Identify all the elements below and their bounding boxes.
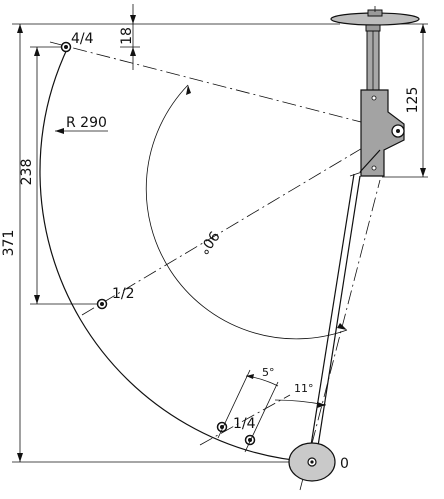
centerline-half [81, 127, 397, 316]
label-full: 4/4 [71, 31, 94, 47]
angle-arc-90-arrow-top [186, 85, 191, 95]
link-bar [359, 149, 381, 173]
dimension-18 [120, 4, 140, 70]
dimension-18-label: 18 [119, 27, 135, 45]
dimension-371-label: 371 [1, 230, 17, 257]
point-half [96, 298, 108, 310]
angle-11-arrow [317, 402, 326, 408]
centerline-quarter [199, 394, 291, 446]
centerline-full [49, 41, 401, 133]
travel-arc [39, 46, 314, 463]
point-quarter-b [244, 434, 256, 446]
angle-arc-90 [145, 84, 348, 340]
label-half: 1/2 [112, 286, 135, 302]
dimension-125-label: 125 [405, 87, 421, 114]
angle-90-label: 90° [195, 228, 222, 258]
angle-5-arrow [246, 374, 254, 379]
mount-post [365, 24, 381, 92]
radius-label: R 290 [66, 115, 107, 131]
dimension-125 [420, 24, 426, 177]
centerline-lever [299, 179, 381, 491]
label-quarter: 1/4 [233, 416, 256, 432]
pivot-point [391, 124, 405, 138]
radius-leader [55, 128, 108, 134]
point-full [60, 41, 72, 53]
angle-5-line-a [217, 369, 251, 439]
label-zero: 0 [340, 456, 349, 472]
angle-5-label: 5° [262, 366, 275, 379]
dimension-238-label: 238 [19, 159, 35, 186]
wheel [288, 442, 336, 482]
handwheel [330, 6, 420, 26]
mount-bracket [360, 89, 405, 177]
dimension-371 [17, 24, 23, 462]
angle-5-line-b [244, 381, 279, 453]
lever-rod [308, 171, 363, 460]
angle-11-label: 11° [294, 382, 314, 395]
dimension-238 [34, 47, 40, 304]
